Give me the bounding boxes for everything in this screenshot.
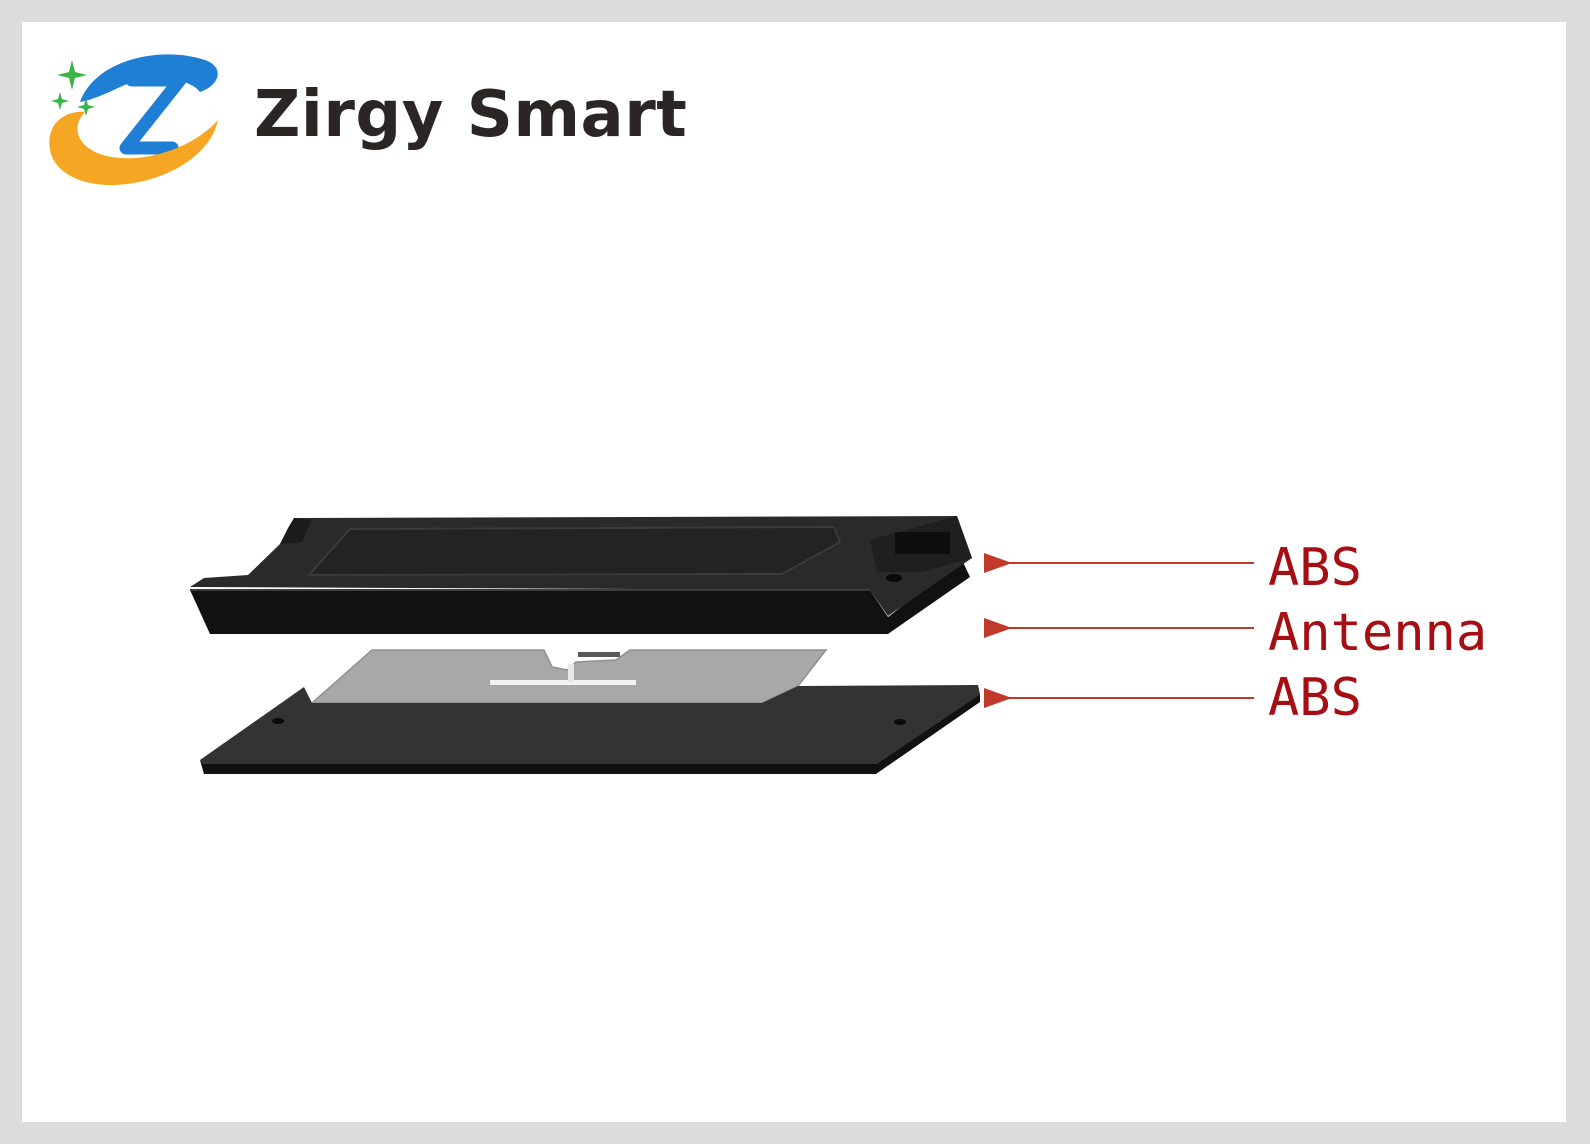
brand-header: Zirgy Smart (40, 30, 687, 200)
label-top-abs: ABS (1268, 538, 1362, 598)
brand-name: Zirgy Smart (254, 78, 688, 152)
label-bottom-abs: ABS (1268, 668, 1362, 728)
antenna-chip (568, 664, 574, 682)
top-cover-slot (895, 532, 950, 554)
bottom-abs-cover (200, 685, 980, 774)
top-abs-cover (190, 516, 972, 634)
antenna-marking (578, 652, 620, 657)
bottom-cover-hole-right (894, 719, 906, 725)
top-cover-hole (886, 574, 902, 582)
zirgy-logo-icon (49, 54, 219, 185)
antenna-chip-strip (490, 680, 636, 685)
bottom-cover-hole-left (272, 718, 284, 724)
image-frame: Zirgy Smart (22, 22, 1566, 1122)
exploded-tag-diagram (190, 516, 1254, 774)
antenna-inlay (310, 649, 828, 704)
label-antenna: Antenna (1268, 603, 1488, 663)
